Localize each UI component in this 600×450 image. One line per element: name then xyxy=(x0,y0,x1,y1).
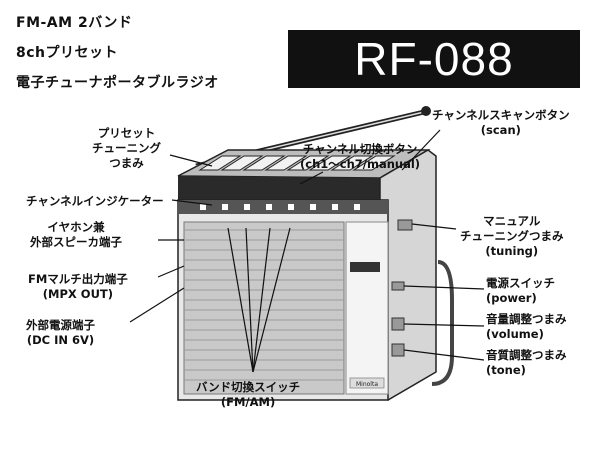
brand-plate-label: Minolta xyxy=(356,381,378,388)
model-name-badge: RF-088 xyxy=(288,30,580,88)
speaker-grille xyxy=(183,221,345,395)
carry-strap xyxy=(431,260,454,386)
header-line-3: 電子チューナポータブルラジオ xyxy=(16,75,219,91)
side-controls xyxy=(391,219,413,357)
label-fm-multi-out: FMマルチ出力端子 (MPX OUT) xyxy=(28,272,128,301)
label-earphone-speaker-jack: イヤホン兼 外部スピーカ端子 xyxy=(30,220,122,249)
brand-plate xyxy=(350,262,380,272)
label-preset-tuning-knob: プリセット チューニング つまみ xyxy=(92,126,161,170)
label-manual-tuning-knob: マニュアル チューニングつまみ (tuning) xyxy=(460,214,564,258)
power-switch xyxy=(391,281,405,291)
label-tone-knob: 音質調整つまみ (tone) xyxy=(486,348,567,377)
control-panel xyxy=(345,221,389,395)
label-power-switch: 電源スイッチ (power) xyxy=(486,276,555,305)
label-volume-knob: 音量調整つまみ (volume) xyxy=(486,312,567,341)
label-channel-scan-button: チャンネルスキャンボタン (scan) xyxy=(432,108,570,137)
tuning-knob xyxy=(397,219,413,231)
volume-knob xyxy=(391,317,405,331)
antenna-tip xyxy=(421,106,431,116)
label-band-switch: バンド切換スイッチ (FM/AM) xyxy=(196,380,301,409)
label-external-power: 外部電源端子 (DC IN 6V) xyxy=(26,318,95,347)
label-channel-indicator: チャンネルインジケーター xyxy=(26,194,164,208)
header-line-1: FM-AM 2バンド xyxy=(16,15,133,31)
channel-indicator-strip xyxy=(178,200,388,214)
label-channel-switch-button: チャンネル切換ボタン (ch1～ch7/manual) xyxy=(300,142,421,171)
channel-button-row xyxy=(198,155,396,171)
tone-knob xyxy=(391,343,405,357)
front-top-strip xyxy=(178,176,380,202)
channel-indicator-marks xyxy=(200,204,360,210)
header-line-2: 8chプリセット xyxy=(16,45,119,61)
